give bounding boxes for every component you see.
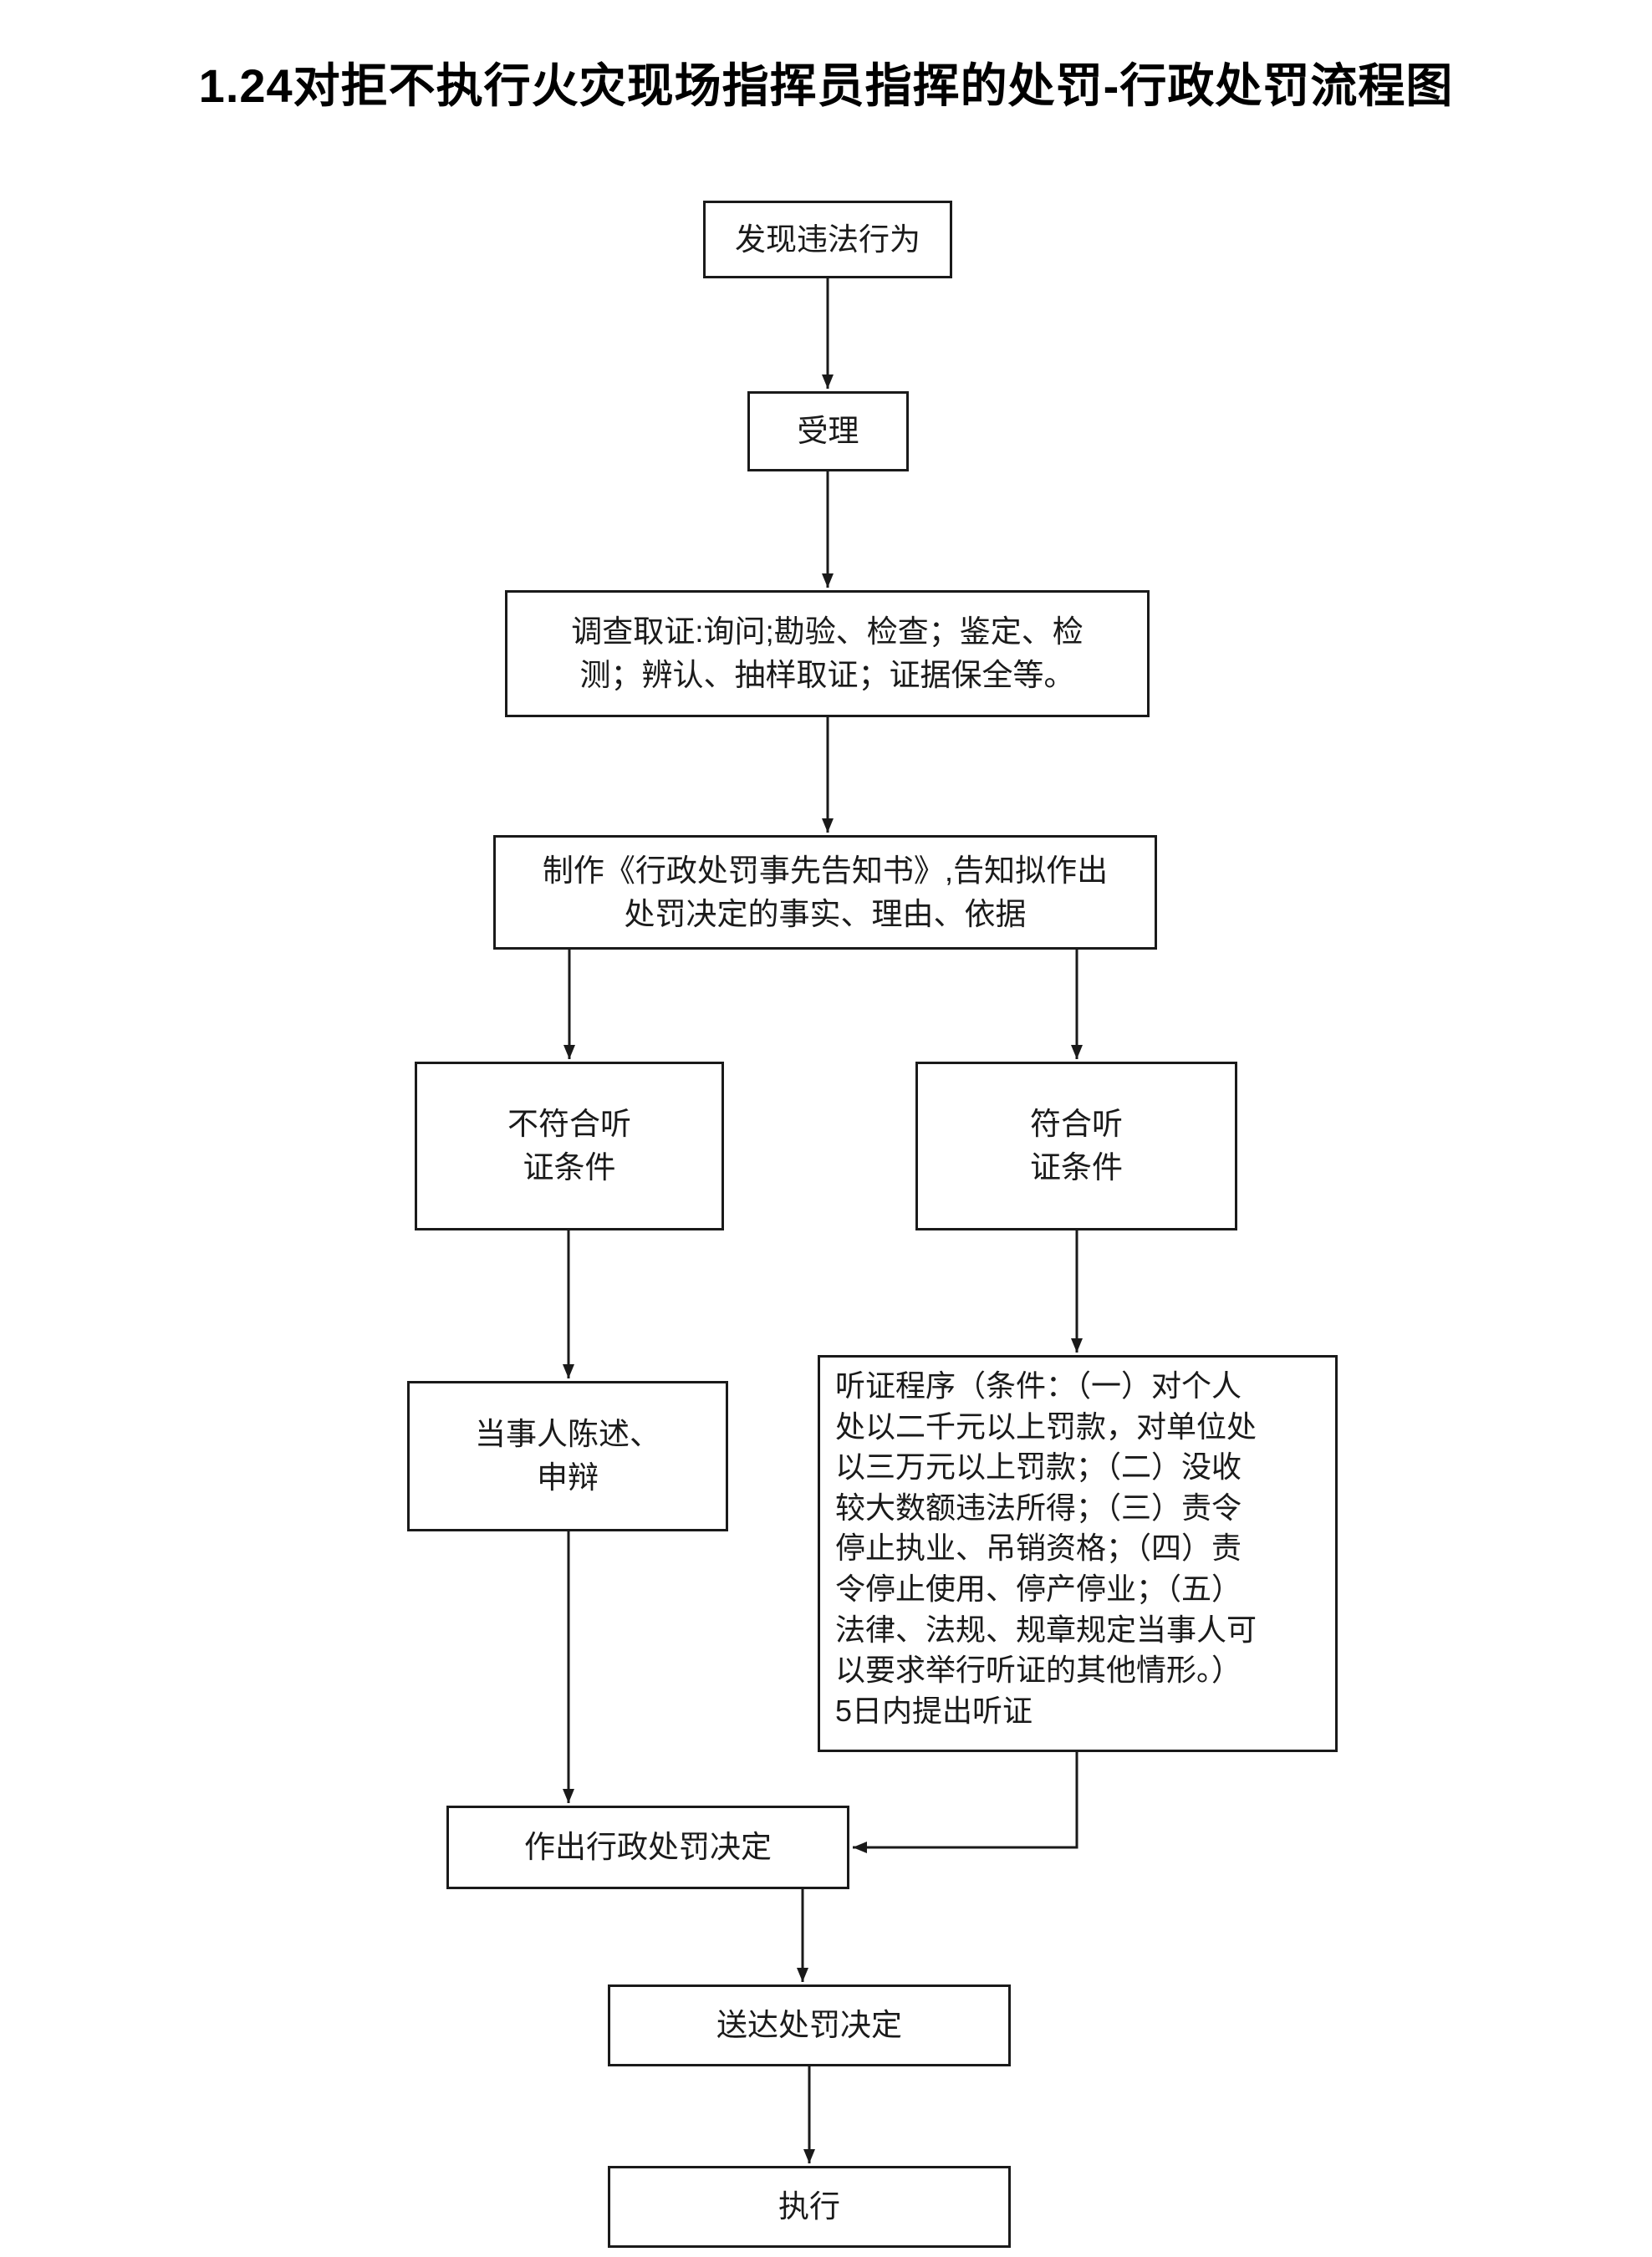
node-label: 调查取证:询问;勘验、检查；鉴定、检 测；辨认、抽样取证；证据保全等。 [571, 614, 1083, 692]
node-label: 执行 [778, 2189, 840, 2224]
flow-node-investigate-evidence: 调查取证:询问;勘验、检查；鉴定、检 测；辨认、抽样取证；证据保全等。 [505, 590, 1150, 717]
flow-node-meet-hearing-conditions: 符合听 证条件 [915, 1062, 1237, 1230]
node-label: 发现违法行为 [735, 222, 920, 257]
flow-node-advance-notice: 制作《行政处罚事先告知书》,告知拟作出 处罚决定的事实、理由、依据 [493, 835, 1157, 950]
node-label: 听证程序（条件：（一）对个人 处以二千元以上罚款，对单位处 以三万元以上罚款；（… [835, 1368, 1257, 1728]
node-label: 不符合听 证条件 [507, 1107, 631, 1185]
arrow-hearing-procedure-to-decision [853, 1752, 1078, 1853]
flow-node-hearing-procedure: 听证程序（条件：（一）对个人 处以二千元以上罚款，对单位处 以三万元以上罚款；（… [818, 1355, 1338, 1752]
node-label: 受理 [797, 414, 859, 449]
node-label: 制作《行政处罚事先告知书》,告知拟作出 处罚决定的事实、理由、依据 [542, 853, 1109, 931]
flow-node-discover-violation: 发现违法行为 [703, 201, 952, 278]
flow-node-not-meet-hearing-conditions: 不符合听 证条件 [415, 1062, 724, 1230]
flow-node-execute: 执行 [608, 2166, 1011, 2248]
node-label: 当事人陈述、 申辩 [475, 1417, 660, 1495]
flow-node-deliver-penalty-decision: 送达处罚决定 [608, 1984, 1011, 2066]
flow-node-make-penalty-decision: 作出行政处罚决定 [446, 1806, 849, 1889]
node-label: 送达处罚决定 [716, 2008, 902, 2043]
flow-node-party-statement-defense: 当事人陈述、 申辩 [407, 1381, 728, 1531]
flow-node-accept-case: 受理 [747, 391, 909, 471]
node-label: 符合听 证条件 [1030, 1107, 1123, 1185]
node-label: 作出行政处罚决定 [524, 1830, 772, 1865]
page-title: 1.24对拒不执行火灾现场指挥员指挥的处罚-行政处罚流程图 [198, 59, 1454, 112]
